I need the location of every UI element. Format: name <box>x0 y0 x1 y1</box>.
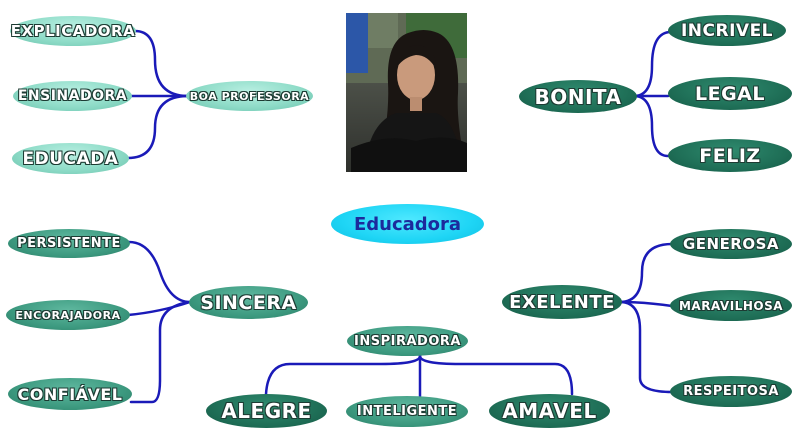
connector-inspiradora-alegre <box>264 354 422 396</box>
node-encorajadora: ENCORAJADORA <box>6 300 130 330</box>
central-topic-educadora: Educadora <box>331 204 484 244</box>
connector-boa-professora-educada <box>126 94 190 160</box>
node-generosa: GENEROSA <box>670 229 792 259</box>
node-respeitosa: RESPEITOSA <box>670 376 792 407</box>
teacher-photo <box>346 13 467 172</box>
node-inspiradora: INSPIRADORA <box>347 326 468 356</box>
connector-inspiradora-amavel <box>418 354 574 396</box>
node-bonita: BONITA <box>519 80 637 113</box>
node-sincera: SINCERA <box>189 286 308 319</box>
connector-exelente-respeitosa <box>618 300 674 394</box>
connector-sincera-confiavel <box>129 300 192 404</box>
connector-sincera-persistente <box>127 240 192 304</box>
node-incrivel: INCRIVEL <box>668 15 786 46</box>
node-explicadora: EXPLICADORA <box>10 16 136 46</box>
node-maravilhosa: MARAVILHOSA <box>670 290 792 321</box>
teacher-photo-image <box>346 13 467 172</box>
node-confiavel: CONFIÁVEL <box>8 378 132 410</box>
connector-bonita-incrivel <box>632 30 673 98</box>
node-legal: LEGAL <box>668 77 792 110</box>
node-exelente: EXELENTE <box>502 285 622 319</box>
connector-bonita-feliz <box>632 94 670 158</box>
connector-boa-professora-explicadora <box>133 29 190 98</box>
node-amavel: AMAVEL <box>489 394 610 428</box>
node-educada: EDUCADA <box>12 143 129 174</box>
node-feliz: FELIZ <box>668 139 792 172</box>
node-boa-professora: BOA PROFESSORA <box>186 81 313 111</box>
node-ensinadora: ENSINADORA <box>13 81 132 111</box>
node-inteligente: INTELIGENTE <box>346 396 468 427</box>
connector-exelente-generosa <box>618 242 674 304</box>
node-alegre: ALEGRE <box>206 394 327 428</box>
node-persistente: PERSISTENTE <box>8 229 130 258</box>
